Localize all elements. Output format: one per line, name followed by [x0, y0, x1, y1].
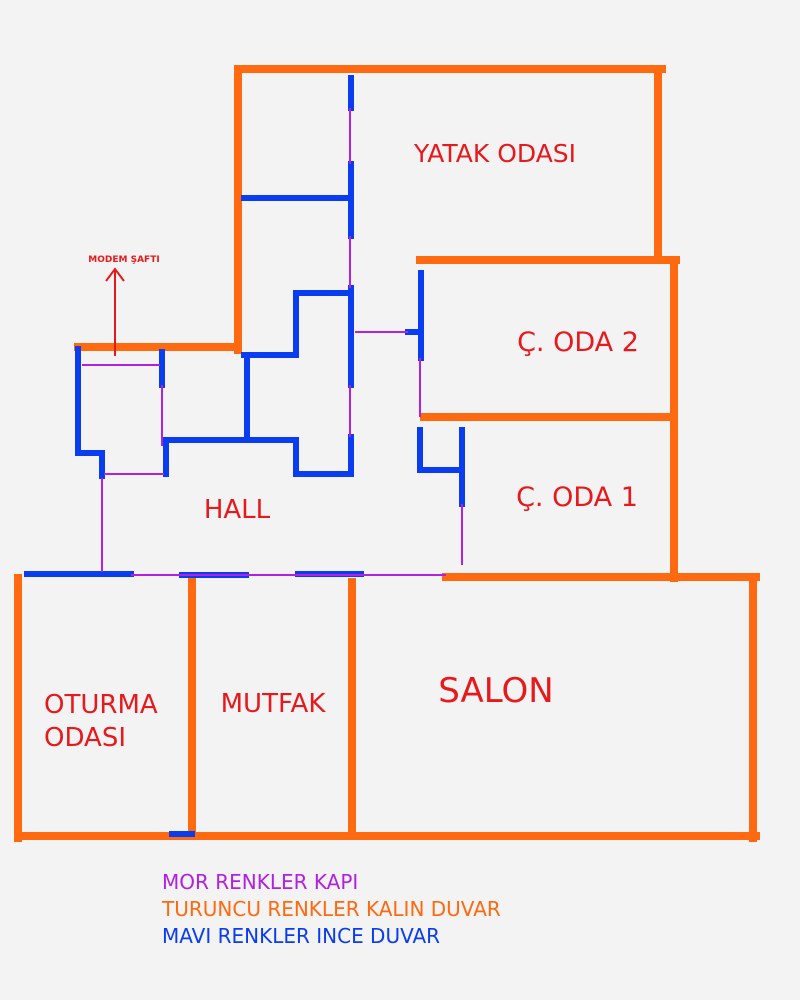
- room-label-salon: SALON: [438, 671, 553, 711]
- room-label-yatak-odasi: YATAK ODASI: [413, 139, 576, 168]
- thin-wall: [293, 437, 354, 477]
- thin-wall: [75, 346, 105, 479]
- room-label-cocuk-odasi-1: Ç. ODA 1: [516, 482, 638, 513]
- legend: MOR RENKLER KAPI TURUNCU RENKLER KALIN D…: [161, 870, 501, 948]
- thin-wall: [163, 437, 299, 477]
- thin-wall: [241, 290, 354, 358]
- room-label-hall: HALL: [204, 495, 271, 525]
- thick-walls: [14, 65, 760, 842]
- room-label-cocuk-odasi-2: Ç. ODA 2: [517, 327, 639, 358]
- room-label-mutfak: MUTFAK: [221, 689, 327, 719]
- thin-walls: [24, 75, 465, 837]
- legend-thick-wall: TURUNCU RENKLER KALIN DUVAR: [161, 897, 501, 921]
- doors: [82, 108, 463, 576]
- modem-shaft-label: MODEM ŞAFTI: [88, 255, 159, 265]
- legend-door: MOR RENKLER KAPI: [162, 870, 358, 894]
- room-label-oturma-odasi-line1: OTURMA: [44, 690, 158, 720]
- room-label-oturma-odasi-line2: ODASI: [44, 723, 126, 753]
- modem-shaft-arrow: [105, 267, 125, 356]
- legend-thin-wall: MAVI RENKLER INCE DUVAR: [162, 924, 440, 948]
- arrow-head: [105, 267, 125, 282]
